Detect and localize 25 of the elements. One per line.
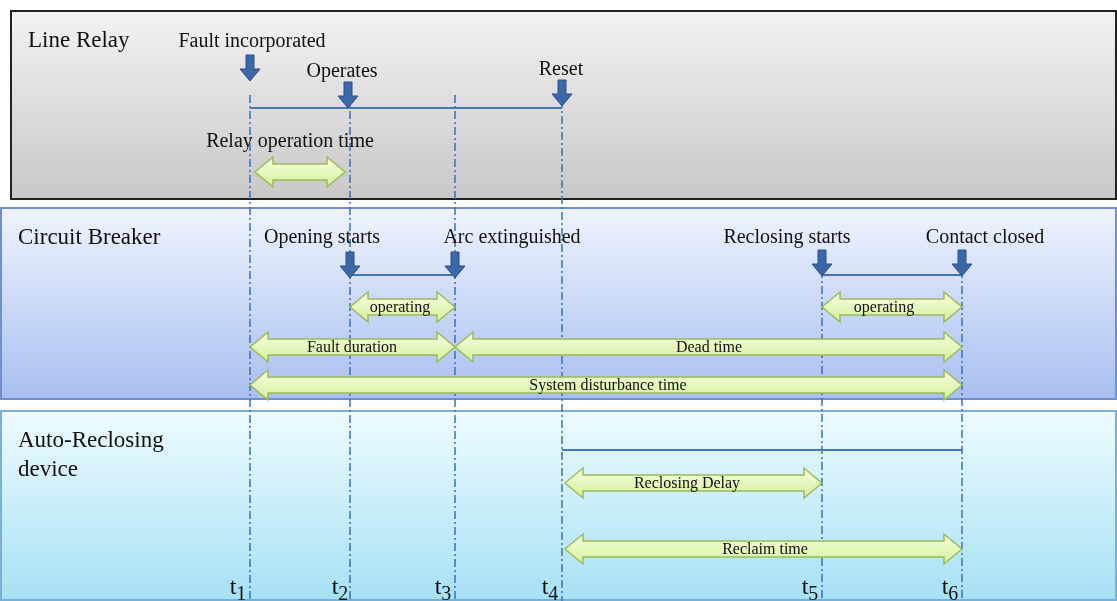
event-label: Reclosing starts	[723, 226, 851, 246]
event-label: Operates	[306, 60, 378, 80]
event-label: Relay operation time	[206, 130, 374, 150]
time-label: t$_{3}$	[434, 574, 452, 601]
interval-label: System disturbance time	[529, 377, 687, 393]
interval-label: operating	[369, 299, 431, 315]
time-label: t$_{2}$	[331, 574, 349, 601]
reclosing-band	[0, 410, 1117, 601]
event-label: Opening starts	[263, 226, 381, 246]
interval-label: Dead time	[675, 339, 743, 355]
time-label: t$_{6}$	[941, 574, 959, 601]
time-label: t$_{4}$	[541, 574, 559, 601]
time-label: t$_{5}$	[801, 574, 819, 601]
time-label: t$_{1}$	[229, 574, 247, 601]
band-title: Circuit Breaker	[18, 223, 162, 251]
interval-label: Reclosing Delay	[633, 475, 741, 491]
interval-label: Fault duration	[306, 339, 398, 355]
event-label: Reset	[538, 58, 584, 78]
event-label: Fault incorporated	[178, 30, 326, 50]
interval-label: operating	[853, 299, 915, 315]
event-label: Contact closed	[925, 226, 1045, 246]
interval-label: Reclaim time	[722, 541, 808, 557]
relay-band	[10, 10, 1117, 200]
event-label: Arc extinguished	[443, 226, 581, 246]
band-title: Auto-Reclosing device	[18, 426, 165, 483]
